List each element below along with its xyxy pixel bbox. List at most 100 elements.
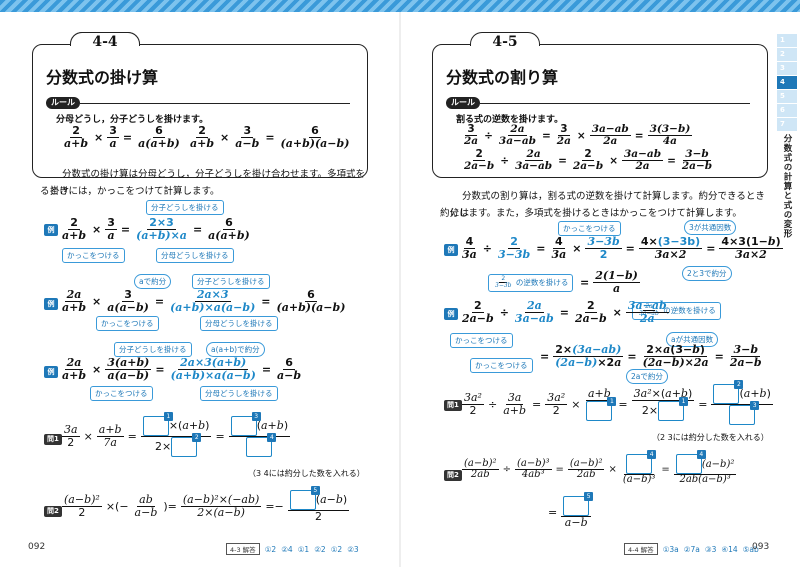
rule-text: 割る式の逆数を掛けます。 bbox=[456, 115, 564, 125]
answer-blank-r1[interactable]: 1 bbox=[586, 396, 617, 421]
answer-item: ②4 bbox=[281, 544, 293, 554]
chapter-tab-1[interactable]: 1 bbox=[777, 34, 797, 47]
answer-blank-5[interactable]: 5 bbox=[289, 486, 320, 510]
rule-badge: ルール bbox=[446, 97, 480, 109]
problem-2-badge: 問2 bbox=[444, 470, 462, 481]
answer-tag-left: 4-3 解答 bbox=[226, 543, 260, 555]
callout-a-common: aが共通因数 bbox=[666, 332, 719, 347]
answer-blank-4[interactable]: 4 bbox=[246, 433, 277, 457]
paragraph-2: 約分します。また，多項式を掛けるときはかっこをつけて計算します。 bbox=[440, 208, 742, 219]
chapter-tab-4[interactable]: 4 bbox=[777, 76, 797, 89]
callout-kakko-3: かっこをつける bbox=[90, 386, 153, 401]
note-right: （2 3には約分した数を入れる） bbox=[652, 433, 769, 442]
example-badge: 例 bbox=[444, 244, 458, 256]
callout-kakko-r2: かっこをつける bbox=[450, 333, 513, 348]
answer-blank-r2[interactable]: 1 bbox=[658, 396, 689, 421]
example-badge: 例 bbox=[44, 224, 58, 236]
problem-2-badge: 問2 bbox=[44, 506, 62, 517]
answer-item: ①3a bbox=[662, 544, 679, 554]
example-badge: 例 bbox=[44, 298, 58, 310]
callout-bunbo-1: 分母どうしを掛ける bbox=[156, 248, 234, 263]
callout-bunbo-2: 分母どうしを掛ける bbox=[200, 316, 278, 331]
section-number: 4-4 bbox=[92, 34, 118, 50]
rule-divider bbox=[80, 103, 350, 104]
example-badge: 例 bbox=[44, 366, 58, 378]
section-box bbox=[432, 44, 768, 178]
callout-bunshi-2: 分子どうしを掛ける bbox=[192, 274, 270, 289]
answer-item: ①1 bbox=[297, 544, 310, 554]
section-number: 4-5 bbox=[492, 34, 518, 50]
callout-bunbo-3: 分母どうしを掛ける bbox=[200, 386, 278, 401]
page-number-left: 092 bbox=[28, 542, 46, 552]
callout-kakko-r1: かっこをつける bbox=[558, 221, 621, 236]
callout-three-common: 3が共通因数 bbox=[684, 220, 737, 235]
callout-kakko-1: かっこをつける bbox=[62, 248, 125, 263]
callout-bunshi-3: 分子どうしを掛ける bbox=[114, 342, 192, 357]
answer-item: ②7a bbox=[683, 544, 700, 554]
answer-blank-r4[interactable]: 3 bbox=[729, 401, 760, 425]
example-r1-result: = 2(1−b)a bbox=[580, 269, 640, 295]
paragraph-1: 分数式の掛け算は分母どうし，分子どうしを掛け合わせます。多項式を掛け bbox=[50, 169, 366, 197]
rule-badge: ルール bbox=[46, 97, 80, 109]
section-box bbox=[32, 44, 368, 178]
section-title: 分数式の割り算 bbox=[446, 68, 559, 87]
chapter-tab-3[interactable]: 3 bbox=[777, 62, 797, 75]
chapter-tab-6[interactable]: 6 bbox=[777, 104, 797, 117]
answer-blank-r7[interactable]: 5 bbox=[563, 492, 594, 516]
page-number-right: 093 bbox=[752, 542, 770, 552]
answer-blank-2[interactable]: 2 bbox=[171, 433, 202, 457]
answer-blank-1[interactable]: 1 bbox=[142, 412, 173, 436]
chapter-tab-5[interactable]: 5 bbox=[777, 90, 797, 103]
answers-right: 4-4 解答 ①3a ②7a ③3 ④14 ⑤ab bbox=[624, 543, 759, 555]
rule-divider bbox=[480, 103, 750, 104]
problem-1-badge: 問1 bbox=[44, 434, 62, 445]
answer-blank-r6[interactable]: 4 bbox=[675, 450, 706, 474]
callout-kakko-r3: かっこをつける bbox=[470, 358, 533, 373]
answer-item: ④14 bbox=[721, 544, 738, 554]
callout-two-yaku: 2aで約分 bbox=[626, 369, 668, 384]
answer-tag-right: 4-4 解答 bbox=[624, 543, 658, 555]
top-stripe bbox=[0, 0, 800, 12]
chapter-tab-7[interactable]: 7 bbox=[777, 118, 797, 131]
callout-kakko-2: かっこをつける bbox=[96, 316, 159, 331]
chapter-label: 分数式の計算と式の変形 bbox=[782, 134, 792, 239]
callout-a-yaku: aで約分 bbox=[134, 274, 172, 289]
answer-item: ②3 bbox=[347, 544, 359, 554]
rule-text: 分母どうし，分子どうしを掛けます。 bbox=[56, 115, 209, 125]
chapter-tabs: 1 2 3 4 5 6 7 bbox=[777, 34, 797, 132]
answer-blank-3[interactable]: 3 bbox=[230, 412, 261, 436]
answer-item: ②2 bbox=[314, 544, 326, 554]
callout-two-three-yaku: 2と3で約分 bbox=[682, 266, 732, 281]
answer-blank-r3[interactable]: 2 bbox=[713, 380, 744, 404]
callout-apb-yaku: a(a+b)で約分 bbox=[206, 342, 265, 357]
answer-blank-r5[interactable]: 4 bbox=[626, 450, 657, 474]
paragraph-1: 分数式の割り算は，割る式の逆数を掛けて計算します。約分できるときには bbox=[450, 191, 765, 219]
chapter-tab-2[interactable]: 2 bbox=[777, 48, 797, 61]
note-left: （3 4には約分した数を入れる） bbox=[248, 469, 365, 478]
answers-left: 4-3 解答 ①2 ②4 ①1 ②2 ①2 ②3 bbox=[226, 543, 359, 555]
paragraph-2: るときには，かっこをつけて計算します。 bbox=[40, 186, 220, 197]
callout-bunshi-1: 分子どうしを掛ける bbox=[146, 200, 224, 215]
answer-item: ①2 bbox=[264, 544, 277, 554]
section-title: 分数式の掛け算 bbox=[46, 68, 159, 87]
answer-item: ③3 bbox=[704, 544, 717, 554]
example-badge: 例 bbox=[444, 308, 458, 320]
answer-item: ⑤ab bbox=[742, 544, 759, 554]
